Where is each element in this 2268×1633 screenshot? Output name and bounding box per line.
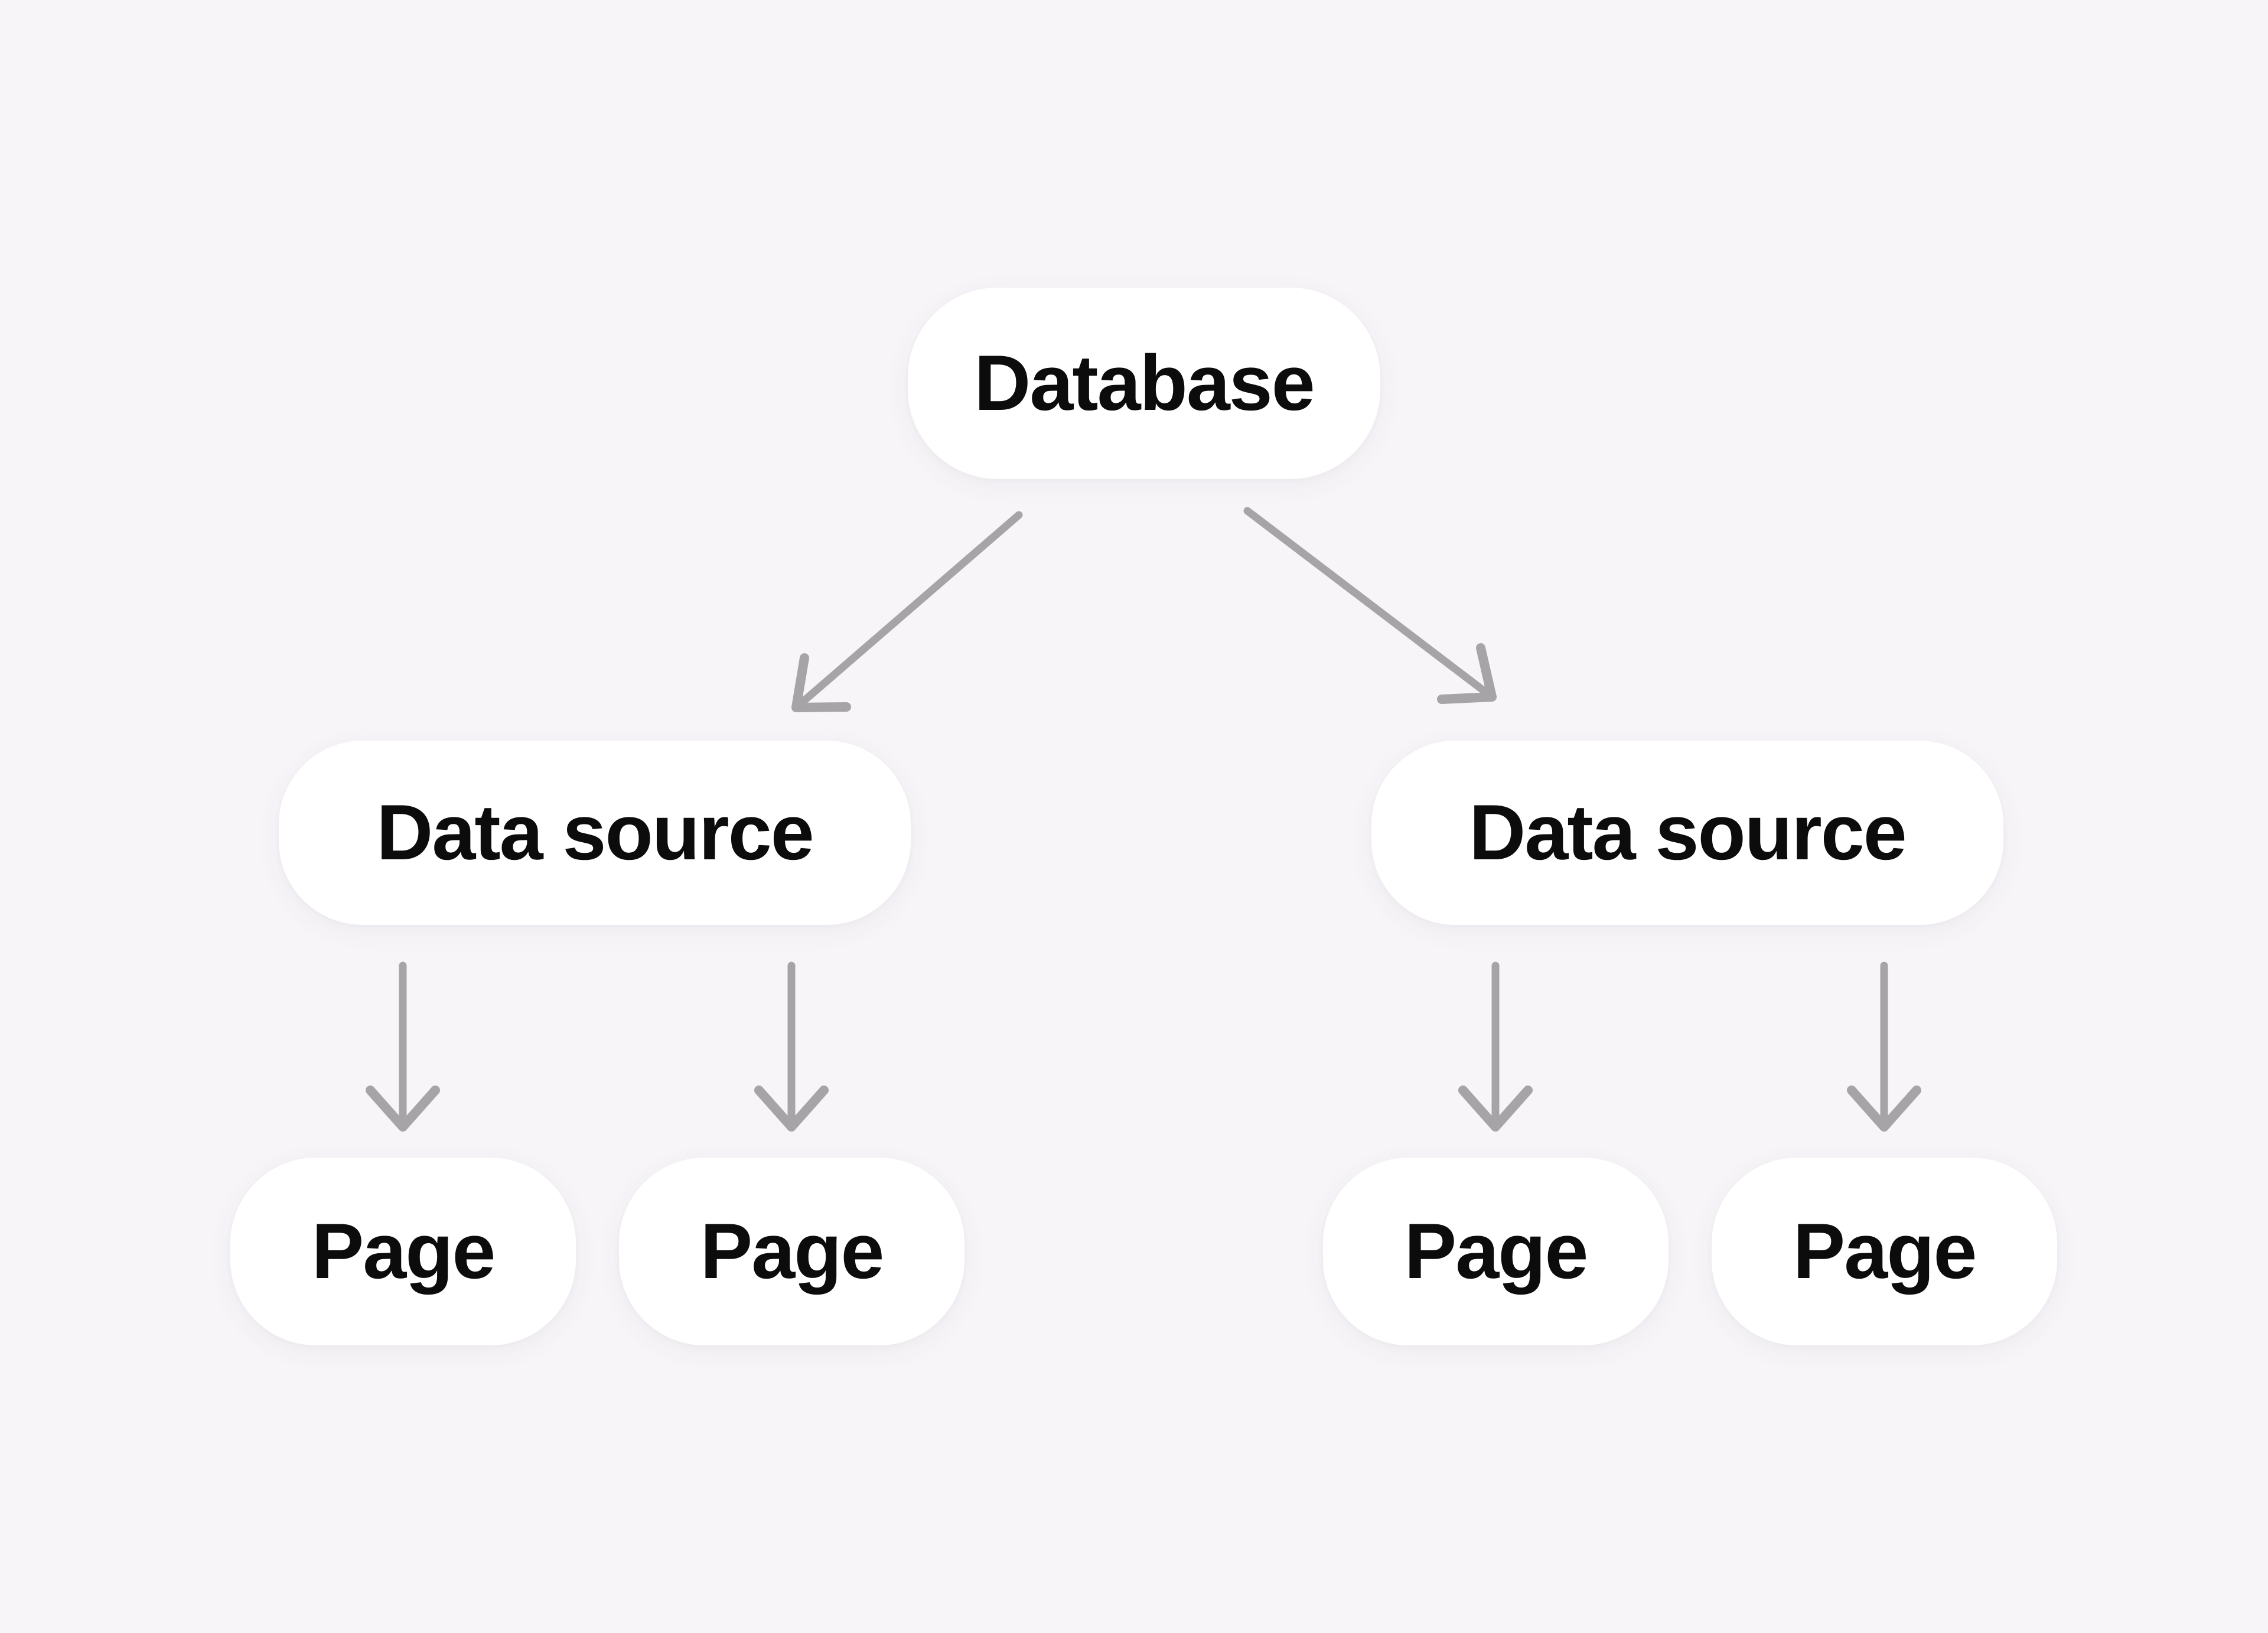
arrow-data-source-right-to-page-3-icon xyxy=(1458,961,1533,1132)
node-database-label: Database xyxy=(974,340,1315,427)
node-page-1: Page xyxy=(230,1158,576,1345)
node-page-4: Page xyxy=(1712,1158,2057,1345)
node-page-1-label: Page xyxy=(311,1208,496,1295)
node-page-2-label: Page xyxy=(700,1208,885,1295)
node-database: Database xyxy=(908,288,1380,479)
node-data-source-right: Data source xyxy=(1371,741,2003,925)
node-page-2: Page xyxy=(619,1158,964,1345)
arrow-data-source-left-to-page-2-icon xyxy=(754,961,829,1132)
node-data-source-right-label: Data source xyxy=(1469,789,1907,876)
node-data-source-left-label: Data source xyxy=(376,789,814,876)
node-data-source-left: Data source xyxy=(279,741,911,925)
arrow-database-to-data-source-left-icon xyxy=(791,511,1023,712)
arrow-data-source-left-to-page-1-icon xyxy=(366,961,440,1132)
node-page-3: Page xyxy=(1323,1158,1669,1345)
arrow-data-source-right-to-page-4-icon xyxy=(1847,961,1921,1132)
node-page-3-label: Page xyxy=(1404,1208,1589,1295)
node-page-4-label: Page xyxy=(1793,1208,1977,1295)
arrow-database-to-data-source-right-icon xyxy=(1243,507,1497,704)
